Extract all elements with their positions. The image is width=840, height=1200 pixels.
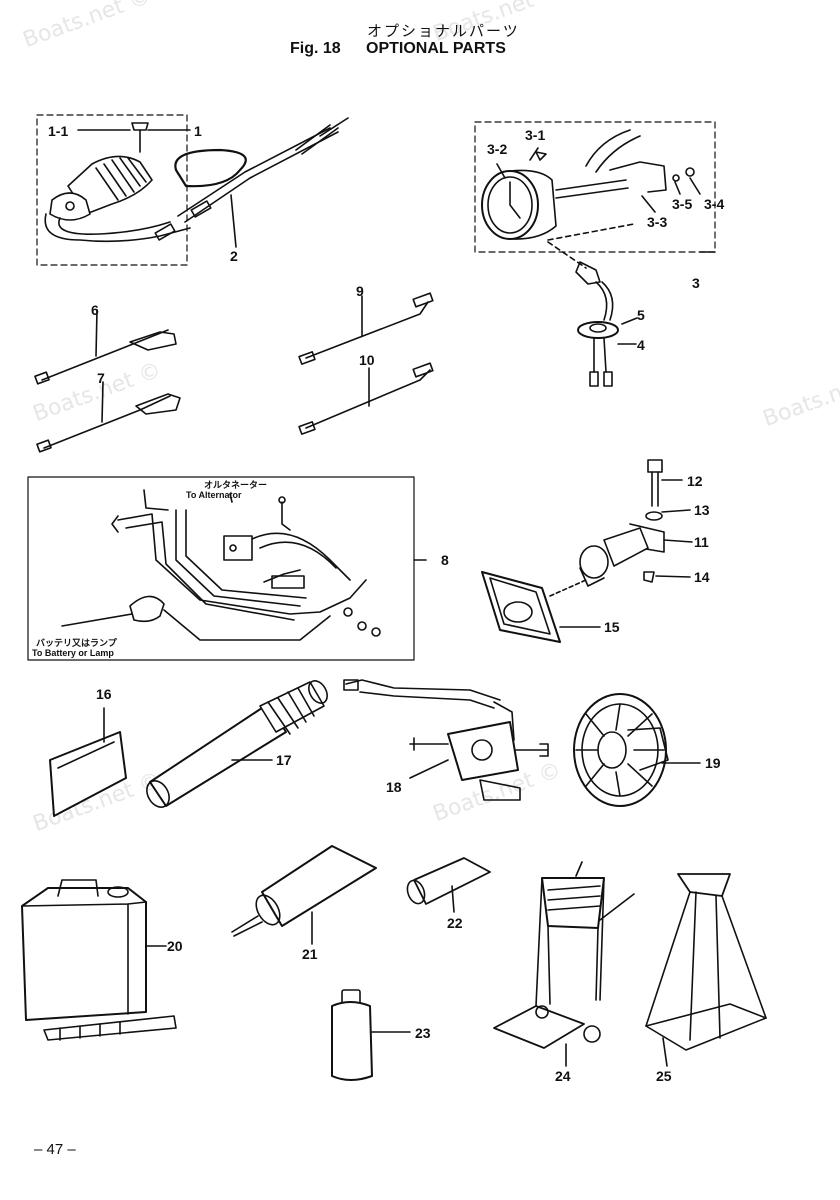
battery-note-japanese: バッテリ又はランプ: [36, 638, 117, 648]
callout-18: 18: [386, 779, 402, 795]
callout-22: 22: [447, 915, 463, 931]
cords-group: [34, 292, 434, 453]
callout-3-2: 3-2: [487, 141, 508, 157]
callout-11: 11: [694, 534, 709, 550]
sealant-tube-group: [231, 845, 377, 945]
figure-title-japanese: オプショナルパーツ: [367, 23, 520, 40]
prop-guard-group: [573, 693, 701, 807]
grip-tube-group: [146, 680, 328, 808]
callout-12: 12: [687, 473, 703, 489]
callout-8: 8: [441, 552, 449, 568]
alternator-note-japanese: オルタネーター: [204, 480, 268, 490]
callout-20: 20: [167, 938, 183, 954]
callout-1: 1: [194, 123, 202, 139]
motor-cart-group: [493, 861, 635, 1067]
callout-4: 4: [637, 337, 645, 353]
callout-25: 25: [656, 1068, 672, 1084]
wiring-harness-group: [27, 476, 427, 661]
callout-13: 13: [694, 502, 710, 518]
callout-3-4: 3-4: [704, 196, 725, 212]
tiller-group: [343, 679, 549, 801]
engine-stand-group: [645, 873, 767, 1067]
figure-title: OPTIONAL PARTS: [366, 40, 506, 57]
callout-7: 7: [97, 370, 105, 386]
callout-23: 23: [415, 1025, 431, 1041]
bracket-group: [481, 459, 693, 643]
meter-group: [474, 121, 716, 387]
lighting-coil-group: [36, 114, 349, 266]
grease-tube-group: [406, 857, 491, 913]
callout-6: 6: [91, 302, 99, 318]
callout-14: 14: [694, 569, 710, 585]
callout-15: 15: [604, 619, 620, 635]
callout-19: 19: [705, 755, 721, 771]
callout-24: 24: [555, 1068, 571, 1084]
sheet-group: [49, 707, 127, 817]
fuel-tank-group: [21, 879, 177, 1041]
callout-1-1: 1-1: [48, 123, 69, 139]
callout-2: 2: [230, 248, 238, 264]
page-number: – 47 –: [34, 1141, 76, 1158]
callout-3: 3: [692, 275, 700, 291]
callout-3-3: 3-3: [647, 214, 668, 230]
callout-5: 5: [637, 307, 645, 323]
figure-number: Fig. 18: [290, 40, 341, 57]
callout-17: 17: [276, 752, 292, 768]
callout-3-1: 3-1: [525, 127, 546, 143]
callout-16: 16: [96, 686, 112, 702]
callout-3-5: 3-5: [672, 196, 693, 212]
callout-9: 9: [356, 283, 364, 299]
alternator-note: To Alternator: [186, 490, 242, 500]
callout-21: 21: [302, 946, 318, 962]
battery-note: To Battery or Lamp: [32, 648, 114, 658]
bottle-group: [331, 989, 411, 1081]
callout-10: 10: [359, 352, 375, 368]
